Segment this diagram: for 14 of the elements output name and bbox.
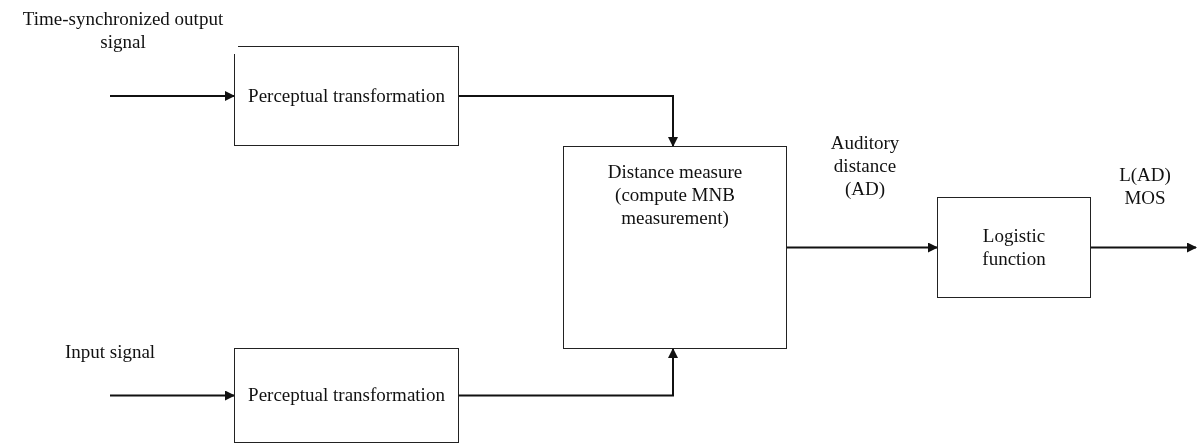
box-label: Perceptual transformation (248, 84, 445, 108)
process-box (563, 146, 787, 349)
process-box (234, 46, 459, 146)
box-label: Logistic function (981, 224, 1047, 271)
box-label: Distance measure (compute MNB measurement) (606, 161, 744, 230)
arrow (458, 95, 678, 147)
arrow (1090, 242, 1197, 253)
arrow (458, 348, 678, 397)
process-box (937, 197, 1091, 298)
arrow (109, 390, 235, 401)
box-label: Perceptual transformation (248, 384, 445, 407)
process-box (234, 348, 459, 443)
arrow (109, 91, 235, 101)
arrow (786, 242, 938, 253)
